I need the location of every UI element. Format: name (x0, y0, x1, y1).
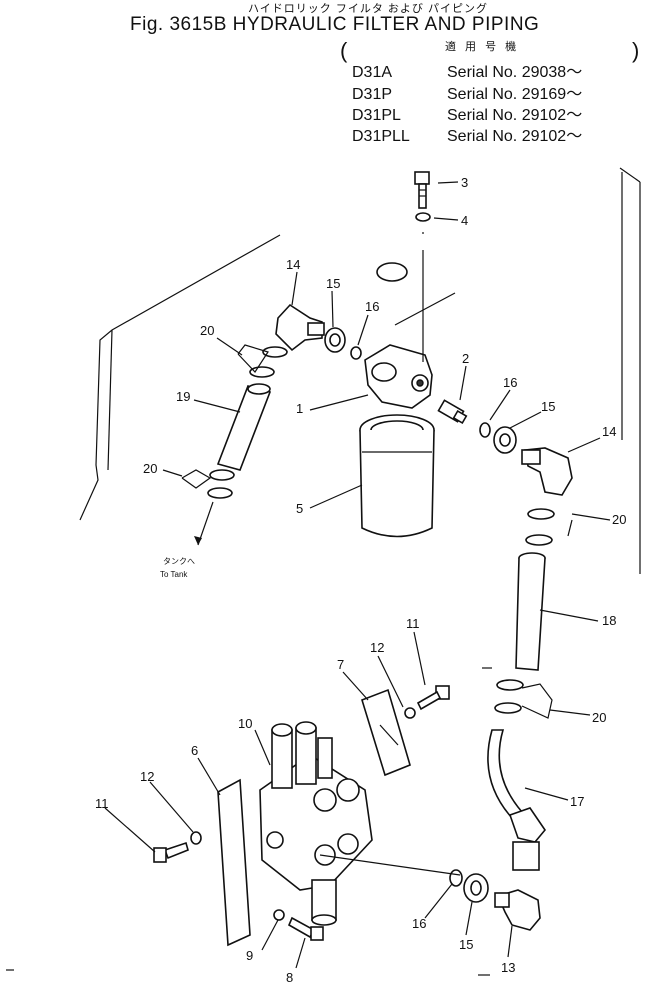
control-valve-part-10 (259, 721, 461, 926)
model-name: D31PLL (352, 128, 410, 145)
to-tank-en-label: To Tank (160, 570, 188, 579)
washer-part-9 (273, 909, 285, 921)
callout-20: 20 (200, 323, 214, 338)
callout-14: 14 (602, 424, 616, 439)
hose-part-18 (482, 552, 546, 671)
nut-part-15-right (493, 426, 517, 454)
callout-4: 4 (461, 213, 468, 228)
callout-11: 11 (95, 796, 109, 811)
leader-lines (6, 181, 611, 976)
serial-number: Serial No. 29102～ (447, 128, 583, 145)
serial-number: Serial No. 29169～ (447, 86, 583, 103)
clamp-part-20-right-lower (494, 679, 553, 719)
callout-18: 18 (602, 613, 616, 628)
callout-2: 2 (462, 351, 469, 366)
callout-19: 19 (176, 389, 190, 404)
callout-10: 10 (238, 716, 252, 731)
washer-part-4 (415, 212, 431, 256)
callout-7: 7 (337, 657, 344, 672)
callout-labels: 3 4 14 15 16 20 2 16 15 14 19 1 20 5 20 … (95, 175, 626, 985)
callout-20: 20 (143, 461, 157, 476)
washer-part-12-left (190, 831, 202, 845)
callout-14: 14 (286, 257, 300, 272)
hose-part-19 (216, 383, 272, 471)
callout-20: 20 (612, 512, 626, 527)
japanese-title: ハイドロリック フイルタ および パイピング (248, 3, 488, 15)
washer-part-12-right (404, 707, 416, 719)
model-name: D31A (352, 64, 393, 81)
filter-head-part-1 (364, 256, 433, 409)
filter-element-part-5 (359, 414, 435, 538)
o-ring-part-16-bottom (449, 869, 463, 887)
bolt-part-3 (414, 171, 430, 209)
callout-13: 13 (501, 960, 515, 975)
callout-12: 12 (140, 769, 154, 784)
to-tank-jp-label: タンクへ (163, 557, 195, 566)
clamp-part-20-right-upper (525, 508, 555, 546)
tube-part-17 (487, 729, 547, 871)
left-bracket: ( (340, 38, 348, 63)
to-tank-arrowhead (194, 536, 202, 545)
elbow-part-14-right (521, 447, 573, 496)
serial-row: D31A Serial No. 29038～ (352, 58, 582, 82)
callout-15: 15 (541, 399, 555, 414)
callout-16: 16 (412, 916, 426, 931)
clamp-part-20-upper-left (237, 344, 288, 378)
model-name: D31P (352, 86, 393, 103)
serial-row: D31PL Serial No. 29102～ (352, 101, 582, 125)
elbow-part-13 (494, 889, 541, 931)
callout-16: 16 (503, 375, 517, 390)
serial-row: D31PLL Serial No. 29102～ (352, 122, 582, 146)
callout-9: 9 (246, 948, 253, 963)
figure-title: Fig. 3615B HYDRAULIC FILTER AND PIPING (130, 14, 540, 35)
nut-part-15-bottom (463, 873, 489, 903)
serial-number: Serial No. 29102～ (447, 107, 583, 124)
callout-17: 17 (570, 794, 584, 809)
o-ring-part-16-right (479, 422, 491, 438)
elbow-part-14-left (275, 303, 325, 352)
nut-part-15-left (324, 327, 346, 353)
applicability-label: 適 用 号 機 (445, 41, 520, 53)
serial-number: Serial No. 29038～ (447, 64, 583, 81)
callout-5: 5 (296, 501, 303, 516)
right-bracket: ) (632, 38, 640, 63)
bracket-part-7 (361, 688, 411, 777)
callout-20: 20 (592, 710, 606, 725)
connector-part-2 (437, 399, 468, 425)
callout-3: 3 (461, 175, 468, 190)
bolt-part-11-left (153, 841, 189, 863)
callout-11: 11 (406, 616, 420, 631)
callout-15: 15 (459, 937, 473, 952)
callout-8: 8 (286, 970, 293, 985)
serial-row: D31P Serial No. 29169～ (352, 80, 582, 104)
callout-6: 6 (191, 743, 198, 758)
tank-outline (79, 167, 641, 574)
callout-1: 1 (296, 401, 303, 416)
callout-15: 15 (326, 276, 340, 291)
clamp-part-20-lower-left (181, 469, 235, 499)
callout-16: 16 (365, 299, 379, 314)
model-name: D31PL (352, 107, 401, 124)
bracket-part-6 (217, 778, 251, 947)
bolt-part-8 (287, 916, 324, 941)
bolt-part-11-right (416, 685, 450, 711)
o-ring-part-16-left (350, 346, 362, 360)
callout-12: 12 (370, 640, 384, 655)
